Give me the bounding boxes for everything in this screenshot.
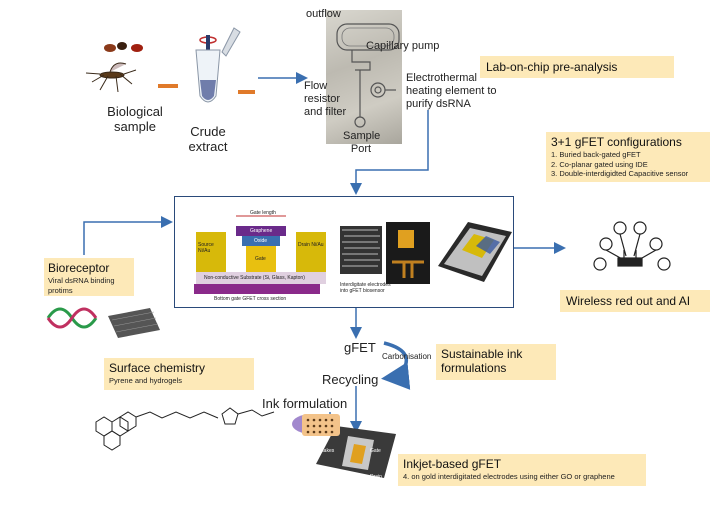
arrow-bioreceptor-to-device (83, 216, 173, 255)
lab-on-chip-photo (326, 10, 402, 144)
gfet-label: gFET (344, 340, 376, 355)
sustainable-ink-box: Sustainable ink formulations (436, 344, 556, 380)
inkjet-gfet-sub: 4. on gold interdigitated electrodes usi… (403, 472, 615, 481)
gfet-configs-box: 3+1 gFET configurations 1. Buried back-g… (546, 132, 710, 182)
lab-on-chip-box: Lab-on-chip pre-analysis (480, 56, 674, 78)
surface-chemistry-box: Surface chemistry Pyrene and hydrogels (104, 358, 254, 390)
inkjet-gfet-box: Inkjet-based gFET 4. on gold interdigita… (398, 454, 646, 486)
arrow-chip-to-device (350, 110, 429, 195)
mosquito-icon (85, 62, 137, 93)
inkjet-gfet-title: Inkjet-based gFET (403, 457, 502, 471)
capillary-pump-label: Capillary pump (366, 40, 440, 52)
tick-icon (104, 42, 143, 52)
sustainable-ink-title: Sustainable ink formulations (441, 347, 523, 375)
wireless-title: Wireless red out and AI (566, 294, 691, 308)
bioreceptor-sub: Viral dsRNA binding protims (48, 276, 115, 295)
gfet-config-item: 2. Co-planar gated using IDE (551, 159, 648, 169)
bioreceptor-title: Bioreceptor (48, 261, 110, 275)
electrothermal-label: Electrothermal heating element to purify… (406, 72, 497, 110)
surface-chemistry-title: Surface chemistry (109, 361, 206, 375)
biological-sample-label: Biological sample (107, 104, 163, 134)
oxide-label: Oxide (254, 238, 268, 244)
carbonisation-label: Carbonisation (382, 352, 432, 361)
router-icon (617, 250, 643, 267)
arrow-carbonisation-loop (381, 341, 411, 390)
ink-formulation-label: Ink formulation (262, 396, 348, 411)
device-icons (593, 221, 671, 271)
source-label: Source Ni/Au (198, 242, 214, 254)
substrate-label: Non-conductive Substrate (Si, Glass, Kap… (204, 275, 305, 281)
gate-length-label: Gate length (250, 210, 276, 216)
sample-port-label: Sample Port (343, 130, 381, 155)
graphene-label: Graphene (250, 228, 273, 234)
lab-on-chip-title: Lab-on-chip pre-analysis (486, 60, 618, 74)
go-flakes-label: GO flakes (312, 448, 335, 454)
flow-resistor-label: Flow resistor and filter (304, 80, 347, 118)
gate-label: Gate (255, 256, 266, 262)
surface-chemistry-sub: Pyrene and hydrogels (109, 376, 182, 385)
gfet-config-item: 1. Buried back-gated gFET (551, 150, 641, 159)
gfet-config-item: 3. Double-interdigidted Capacitive senso… (551, 169, 689, 178)
electrodes-caption: Interdigitate electrodes into gFET biose… (340, 282, 391, 294)
cross-section-caption: Bottom gate GFET cross section (214, 296, 287, 302)
gfet-configs-title: 3+1 gFET configurations (551, 135, 682, 149)
chip-source-label: Source (324, 470, 340, 476)
crude-extract-label: Crude extract (188, 124, 228, 154)
wireless-box: Wireless red out and AI (560, 290, 710, 312)
recycling-label: Recycling (322, 372, 379, 387)
chip-drain-label: Drain (370, 474, 382, 480)
bioreceptor-box: Bioreceptor Viral dsRNA binding protims (44, 258, 134, 296)
drain-label: Drain Ni/Au (298, 242, 324, 248)
outflow-label: outflow (306, 8, 341, 20)
chip-gate-label: Gate (370, 448, 381, 454)
